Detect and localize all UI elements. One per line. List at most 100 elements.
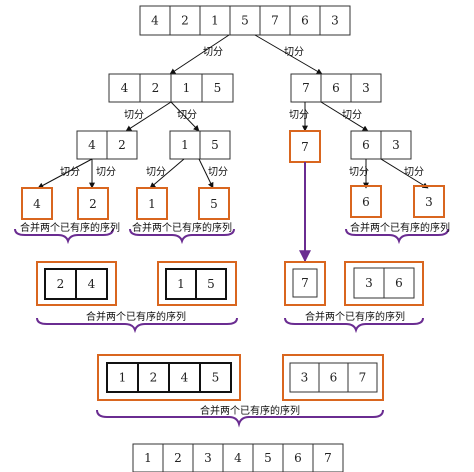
split-label: 切分 [146, 166, 166, 178]
orange-box-single-3 [413, 185, 445, 218]
merge-label: 合并两个已有序的序列 [132, 221, 232, 234]
cell-value: 6 [362, 138, 370, 152]
split-arrow-right-half-right [320, 101, 369, 132]
array-cell [282, 443, 314, 472]
orange-box-merged-single-c [284, 261, 326, 306]
array-cell [169, 5, 201, 36]
orange-box-merged-pair-d [344, 261, 424, 306]
cell-value: 4 [88, 138, 96, 152]
orange-box-single-4 [21, 187, 53, 220]
array-cell [289, 5, 321, 36]
split-arrow-pair-a-left [37, 158, 93, 189]
cell-value: 6 [395, 276, 403, 290]
orange-box-single-5 [198, 187, 230, 220]
cell-value: 4 [121, 81, 129, 95]
array-cell [201, 73, 234, 103]
array-cell [106, 130, 138, 160]
merge-brace [345, 228, 449, 245]
orange-box-merged-pair-b [157, 261, 237, 306]
cell-value: 5 [210, 197, 218, 211]
cell-value: 2 [57, 277, 65, 291]
split-arrow-pair-b-right [198, 158, 214, 189]
cell-value: 1 [177, 277, 185, 291]
array-cell [222, 443, 254, 472]
array-cell [199, 362, 232, 393]
merge-label: 合并两个已有序的序列 [200, 404, 300, 417]
split-label: 切分 [349, 166, 369, 178]
orange-box-single-2 [77, 187, 109, 220]
array-cell [199, 5, 231, 36]
array-cell [292, 268, 318, 298]
cell-value: 7 [271, 14, 279, 28]
cell-value: 4 [234, 451, 242, 465]
split-arrow-pair-b-left [149, 158, 185, 189]
cell-value: 1 [211, 14, 219, 28]
cell-value: 2 [150, 371, 158, 385]
split-label: 切分 [208, 166, 228, 178]
orange-box-merged-pair-a [36, 261, 117, 306]
orange-box-single-6 [350, 185, 382, 218]
cell-value: 3 [301, 371, 309, 385]
split-arrow-initial-right [254, 34, 323, 75]
array-cell [44, 268, 77, 300]
cell-value: 7 [301, 276, 309, 290]
array-cell [290, 73, 322, 103]
cell-value: 7 [302, 81, 310, 95]
split-label: 切分 [203, 46, 223, 58]
array-merged-single-c: 7 [292, 268, 318, 298]
merge-brace [129, 228, 235, 245]
split-arrow-pair-d-right [380, 158, 429, 189]
array-cell [75, 268, 108, 300]
array-cell [380, 130, 412, 160]
cell-value: 5 [214, 81, 222, 95]
array-cell [108, 73, 141, 103]
split-label: 切分 [96, 166, 116, 178]
array-cell [383, 267, 415, 299]
cell-value: 4 [181, 371, 189, 385]
cell-value: 5 [241, 14, 249, 28]
array-cell [195, 268, 227, 300]
cell-value: 5 [207, 277, 215, 291]
array-cell [169, 130, 201, 160]
cell-value: 4 [151, 14, 159, 28]
cell-value: 3 [392, 138, 400, 152]
merge-label: 合并两个已有序的序列 [86, 310, 186, 323]
cell-value: 7 [359, 371, 367, 385]
split-label: 切分 [124, 109, 144, 121]
merge-brace [284, 317, 424, 334]
array-cell [252, 443, 284, 472]
array-cell [170, 73, 203, 103]
cell-value: 1 [144, 451, 152, 465]
array-cell [199, 130, 231, 160]
merge-brace [96, 409, 384, 428]
split-label: 切分 [342, 109, 362, 121]
cell-value: 1 [148, 197, 156, 211]
cell-value: 3 [365, 276, 373, 290]
cell-value: 2 [174, 451, 182, 465]
merge-label: 合并两个已有序的序列 [20, 221, 120, 234]
split-label: 切分 [289, 109, 309, 121]
cell-value: 5 [211, 138, 219, 152]
array-cell [132, 443, 164, 472]
merge-label: 合并两个已有序的序列 [305, 310, 405, 323]
cell-value: 2 [118, 138, 126, 152]
array-cell [139, 73, 172, 103]
merge-brace [14, 228, 114, 245]
cell-value: 3 [204, 451, 212, 465]
array-cell [162, 443, 194, 472]
cell-value: 4 [88, 277, 96, 291]
split-arrow-left-half-left [125, 101, 172, 132]
cell-value: 3 [331, 14, 339, 28]
array-cell [139, 5, 171, 36]
